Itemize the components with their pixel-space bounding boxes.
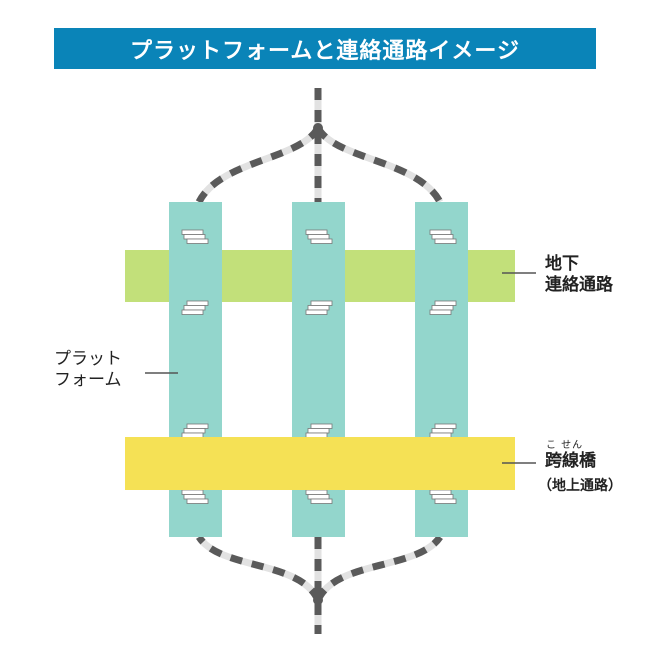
underground-label: 地下 連絡通路 — [545, 254, 613, 296]
platform-label-line2: フォーム — [54, 370, 122, 390]
tracks-bottom — [196, 534, 443, 634]
diagram-title: プラットフォームと連絡通路イメージ — [130, 38, 520, 64]
platform-label: プラット フォーム — [54, 349, 122, 391]
platform-label-line1: プラット — [54, 349, 122, 369]
tracks-top — [195, 88, 444, 204]
underground-label-line1: 地下 — [545, 254, 579, 274]
title-bar: プラットフォームと連絡通路イメージ — [54, 28, 596, 69]
underground-label-line2: 連絡通路 — [545, 275, 613, 295]
footbridge-sub-label: （地上通路） — [538, 478, 622, 494]
footbridge-label: 跨線橋 — [545, 451, 596, 471]
footbridge-ruby: こ せん — [546, 440, 584, 451]
footbridge — [125, 437, 515, 490]
